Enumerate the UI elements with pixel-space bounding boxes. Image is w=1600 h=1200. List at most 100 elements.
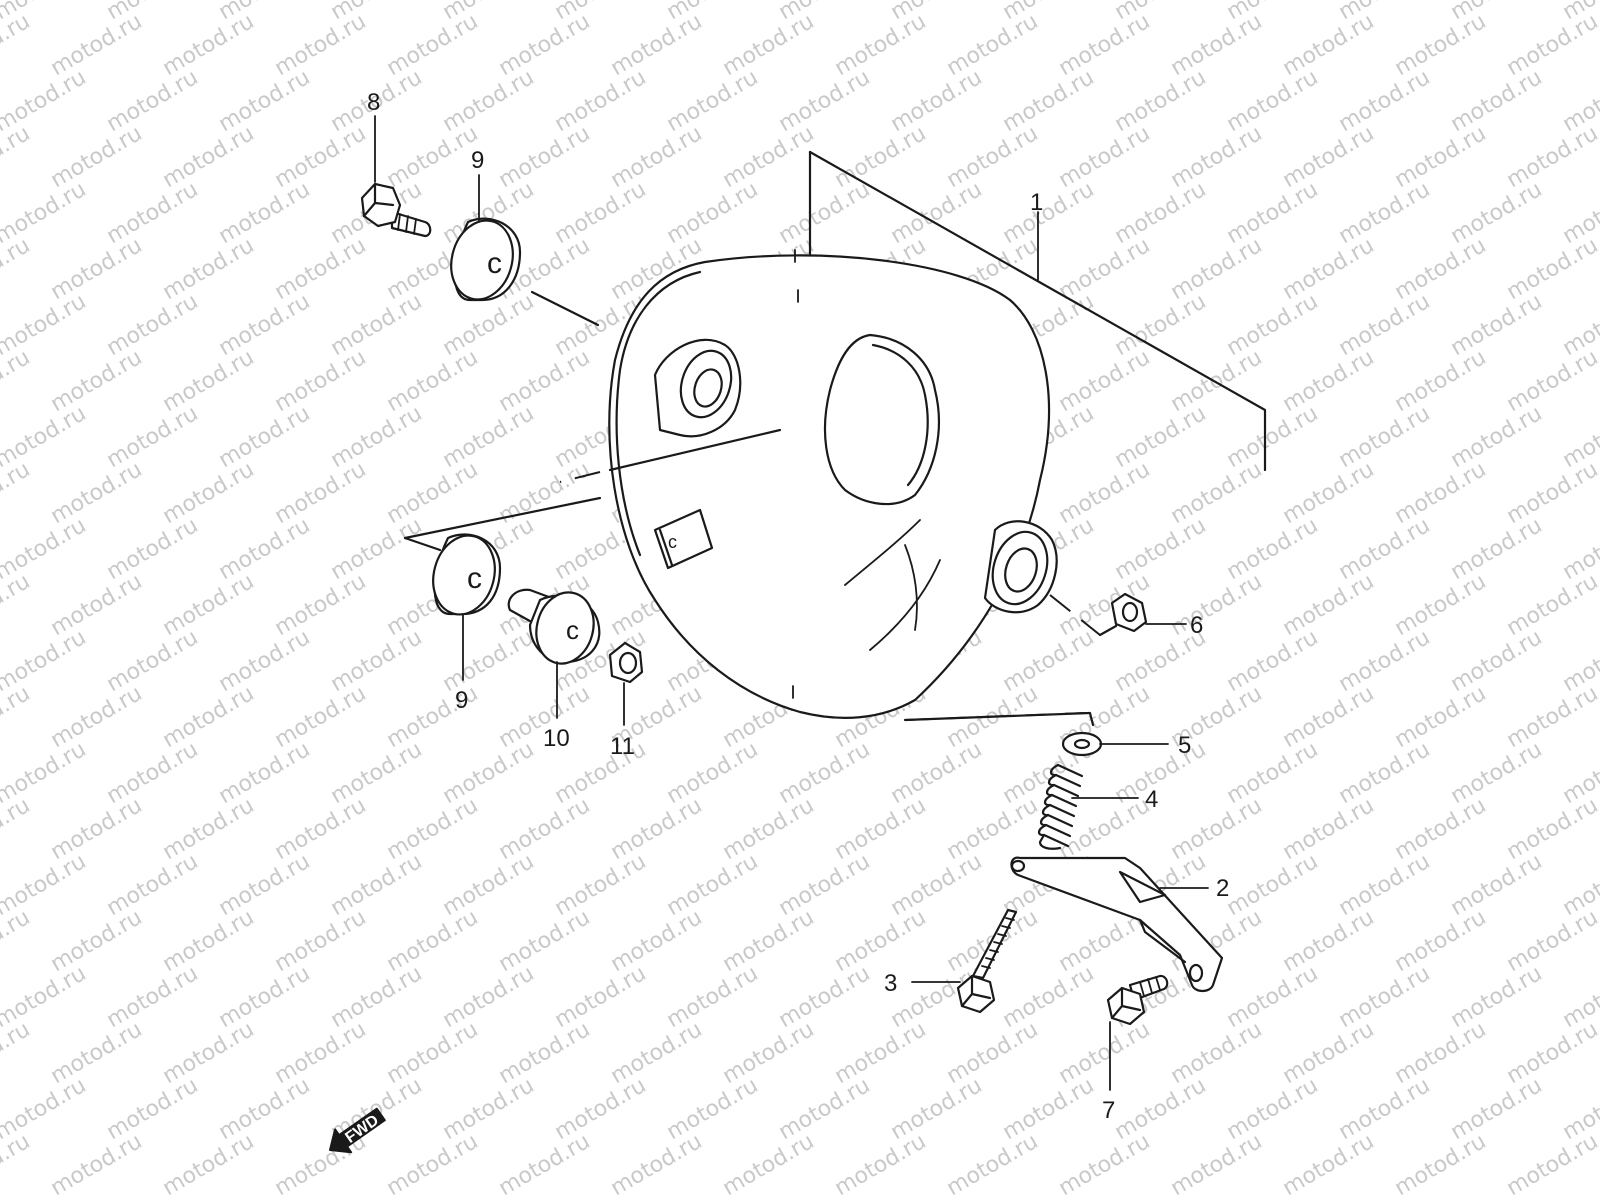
- watermark-text: motod.ru: [1391, 345, 1491, 417]
- watermark-text: motod.ru: [831, 793, 931, 865]
- watermark-text: motod.ru: [1391, 905, 1491, 977]
- callout-10: 10: [543, 725, 570, 752]
- watermark-text: motod.ru: [1167, 9, 1267, 81]
- watermark-text: motod.ru: [1447, 737, 1547, 809]
- watermark-text: motod.ru: [887, 65, 987, 137]
- watermark-text: motod.ru: [47, 1017, 147, 1089]
- mounting-lines: [403, 290, 1118, 727]
- callout-9-top: 9: [471, 147, 484, 174]
- watermark-text: motod.ru: [719, 793, 819, 865]
- watermark-text: motod.ru: [1111, 401, 1211, 473]
- watermark-text: motod.ru: [439, 1073, 539, 1145]
- watermark-text: motod.ru: [103, 625, 203, 697]
- watermark-text: motod.ru: [663, 737, 763, 809]
- watermark-text: motod.ru: [103, 65, 203, 137]
- watermark-text: motod.ru: [1503, 681, 1600, 753]
- watermark-text: motod.ru: [47, 1129, 147, 1200]
- watermark-text: motod.ru: [1391, 1129, 1491, 1200]
- watermark-text: motod.ru: [1111, 513, 1211, 585]
- watermark-text: motod.ru: [1391, 9, 1491, 81]
- watermark-text: motod.ru: [1279, 457, 1379, 529]
- watermark-text: motod.ru: [1279, 1129, 1379, 1200]
- watermark-text: motod.ru: [439, 401, 539, 473]
- watermark-text: motod.ru: [439, 625, 539, 697]
- watermark-text: motod.ru: [439, 65, 539, 137]
- watermark-text: motod.ru: [215, 177, 315, 249]
- watermark-text: motod.ru: [775, 849, 875, 921]
- watermark-text: motod.ru: [1503, 9, 1600, 81]
- watermark-text: motod.ru: [103, 737, 203, 809]
- watermark-text: motod.ru: [495, 9, 595, 81]
- watermark-text: motod.ru: [383, 121, 483, 193]
- watermark-text: motod.ru: [551, 177, 651, 249]
- watermark-text: motod.ru: [159, 9, 259, 81]
- grommet-9-bottom: c: [432, 533, 502, 616]
- watermark-text: motod.ru: [159, 233, 259, 305]
- watermark-text: motod.ru: [1167, 1129, 1267, 1200]
- watermark-text: motod.ru: [1335, 401, 1435, 473]
- watermark-text: motod.ru: [1503, 905, 1600, 977]
- watermark-text: motod.ru: [1111, 1073, 1211, 1145]
- watermark-text: motod.ru: [775, 65, 875, 137]
- watermark-text: motod.ru: [1335, 737, 1435, 809]
- watermark-text: motod.ru: [1223, 961, 1323, 1033]
- watermark-text: motod.ru: [775, 737, 875, 809]
- callout-8: 8: [367, 89, 380, 116]
- watermark-text: motod.ru: [1391, 233, 1491, 305]
- watermark-text: motod.ru: [215, 1073, 315, 1145]
- watermark-text: motod.ru: [495, 457, 595, 529]
- watermark-text: motod.ru: [103, 961, 203, 1033]
- watermark-text: motod.ru: [1503, 457, 1600, 529]
- watermark-text: motod.ru: [1503, 345, 1600, 417]
- watermark-text: motod.ru: [271, 681, 371, 753]
- watermark-text: motod.ru: [159, 905, 259, 977]
- watermark-text: motod.ru: [383, 905, 483, 977]
- watermark-text: motod.ru: [159, 121, 259, 193]
- watermark-text: motod.ru: [0, 345, 34, 417]
- watermark-text: motod.ru: [719, 1129, 819, 1200]
- watermark-text: motod.ru: [1391, 457, 1491, 529]
- watermark-text: motod.ru: [0, 905, 34, 977]
- watermark-text: motod.ru: [495, 1017, 595, 1089]
- nut-11: [608, 641, 644, 684]
- watermark-text: motod.ru: [551, 65, 651, 137]
- watermark-text: motod.ru: [1279, 681, 1379, 753]
- watermark-text: motod.ru: [663, 177, 763, 249]
- watermark-text: motod.ru: [1223, 513, 1323, 585]
- watermark-text: motod.ru: [663, 1073, 763, 1145]
- watermark-text: motod.ru: [271, 905, 371, 977]
- watermark-text: motod.ru: [1447, 177, 1547, 249]
- watermark-text: motod.ru: [495, 905, 595, 977]
- watermark-text: motod.ru: [0, 457, 34, 529]
- watermark-text: motod.ru: [0, 793, 34, 865]
- watermark-text: motod.ru: [719, 1017, 819, 1089]
- watermark-text: motod.ru: [1391, 121, 1491, 193]
- callout-4: 4: [1145, 786, 1158, 813]
- watermark-text: motod.ru: [47, 793, 147, 865]
- watermark-text: motod.ru: [103, 401, 203, 473]
- watermark-text: motod.ru: [0, 569, 34, 641]
- watermark-text: motod.ru: [551, 849, 651, 921]
- watermark-text: motod.ru: [607, 905, 707, 977]
- watermark-text: motod.ru: [999, 65, 1099, 137]
- callout-7: 7: [1102, 1097, 1115, 1124]
- watermark-text: motod.ru: [1055, 1017, 1155, 1089]
- watermark-text: motod.ru: [215, 289, 315, 361]
- watermark-text: motod.ru: [719, 121, 819, 193]
- watermark-text: motod.ru: [999, 961, 1099, 1033]
- watermark-text: motod.ru: [271, 233, 371, 305]
- watermark-text: motod.ru: [1391, 1017, 1491, 1089]
- callout-5: 5: [1178, 732, 1191, 759]
- watermark-text: motod.ru: [831, 1129, 931, 1200]
- watermark-text: motod.ru: [1503, 1017, 1600, 1089]
- watermark-text: motod.ru: [271, 1017, 371, 1089]
- collar-10: c: [507, 588, 601, 665]
- watermark-text: motod.ru: [607, 793, 707, 865]
- watermark-text: motod.ru: [1223, 401, 1323, 473]
- watermark-text: motod.ru: [47, 569, 147, 641]
- watermark-text: motod.ru: [1223, 289, 1323, 361]
- watermark-text: motod.ru: [215, 849, 315, 921]
- watermark-text: motod.ru: [215, 513, 315, 585]
- watermark-text: motod.ru: [159, 1129, 259, 1200]
